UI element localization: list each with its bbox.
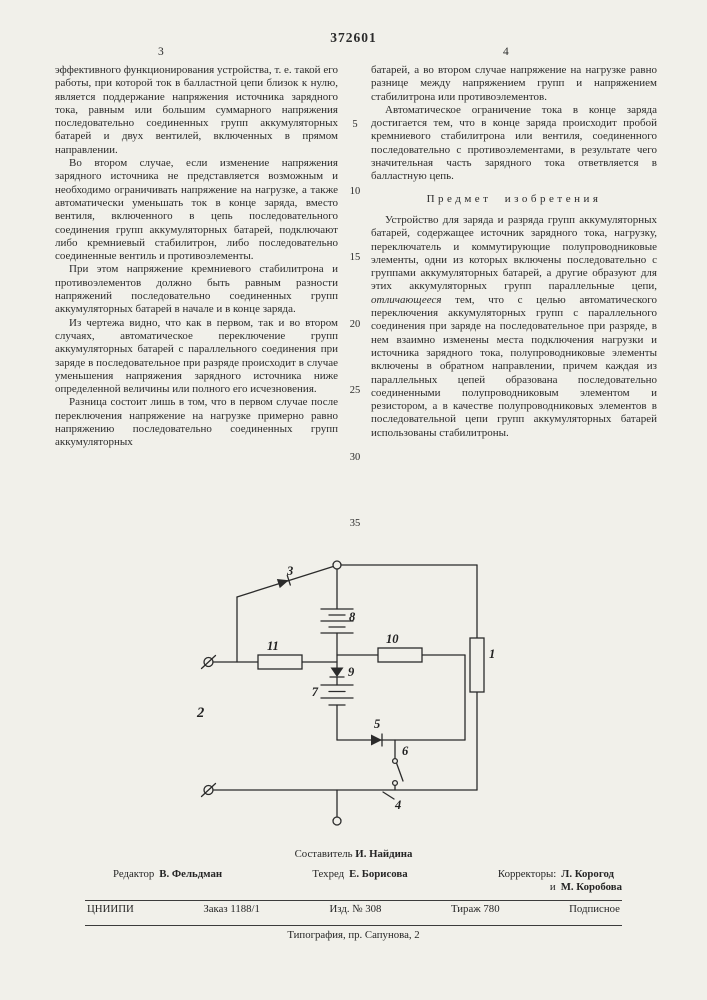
editor-credit: Редактор В. Фельдман: [113, 868, 222, 880]
load-resistor-1: [469, 637, 485, 693]
techred-name: Е. Борисова: [349, 868, 408, 880]
label-battery-7: 7: [312, 685, 319, 699]
label-resistor-10: 10: [386, 632, 399, 646]
paragraph: Автоматическое ограничение тока в конце …: [371, 103, 657, 183]
battery-7: [320, 684, 354, 706]
resistor-11: [257, 654, 303, 670]
compiler-role: Составитель: [294, 848, 353, 860]
footer: Составитель И. Найдина Редактор В. Фельдм…: [85, 848, 622, 941]
paragraph: Во втором случае, если изменение напряже…: [55, 157, 338, 263]
imprint-row: ЦНИИПИ Заказ 1188/1 Изд. № 308 Тираж 780…: [85, 901, 622, 918]
left-text-column: эффективного функционирования устройства…: [55, 64, 338, 450]
printing-house: Типография, пр. Сапунова, 2: [287, 929, 420, 941]
bottom-node: [332, 816, 342, 826]
correctors-role: Корректоры:: [497, 868, 557, 880]
battery-8: [320, 608, 354, 634]
wires: [212, 564, 478, 818]
techred-role: Техред: [312, 868, 345, 880]
label-diode-3: 3: [286, 564, 293, 578]
circulation: Тираж 780: [450, 903, 500, 915]
resistor-10: [377, 647, 423, 663]
claim-text: Устройство для заряда и разряда групп ак…: [371, 213, 657, 293]
claim-text: тем, что с целью автоматического переклю…: [371, 293, 657, 439]
subscription-note: Подписное: [569, 903, 620, 915]
label-load-1: 1: [489, 647, 495, 661]
diode-3: [276, 574, 291, 589]
line-number: 25: [349, 385, 361, 396]
column-number-left: 3: [158, 46, 164, 58]
line-number: 10: [349, 186, 361, 197]
top-node: [332, 560, 342, 570]
terminal-bottom: [200, 782, 217, 798]
divider-line: [85, 900, 622, 901]
label-battery-8: 8: [349, 610, 356, 624]
publisher-org: ЦНИИПИ: [87, 903, 134, 915]
claim-paragraph: Устройство для заряда и разряда групп ак…: [371, 214, 657, 440]
zener-diode-9: [329, 667, 345, 678]
paragraph: Разница состоит лишь в том, что в первом…: [55, 396, 338, 449]
figure-area: 3 8 10 11 9 7 1 2 5 6 4: [190, 555, 510, 840]
correctors-conjunction: и: [549, 881, 556, 893]
issue-number: Изд. № 308: [329, 903, 382, 915]
label-4-pointer: [382, 791, 395, 800]
editor-name: В. Фельдман: [159, 868, 223, 880]
correctors-credit: Корректоры: Л. Корогод и М. Коробова: [498, 868, 622, 893]
line-number: 5: [352, 119, 358, 130]
paragraph: эффективного функционирования устройства…: [55, 64, 338, 156]
paragraph: батарей, а во втором случае напряжение н…: [371, 64, 657, 103]
line-number: 20: [349, 319, 361, 330]
paragraph: Из чертежа видно, что как в первом, так …: [55, 316, 338, 396]
label-node-4: 4: [394, 798, 401, 812]
right-text-column: батарей, а во втором случае напряжение н…: [371, 64, 657, 440]
label-diode-5: 5: [374, 717, 380, 731]
divider-line: [85, 925, 622, 926]
techred-credit: Техред Е. Борисова: [312, 868, 407, 880]
circuit-diagram: 3 8 10 11 9 7 1 2 5 6 4: [196, 560, 495, 826]
compiler-credit: Составитель И. Найдина: [85, 848, 622, 860]
label-resistor-11: 11: [267, 639, 279, 653]
label-switch-6: 6: [402, 744, 409, 758]
line-number: 35: [349, 518, 361, 529]
switch-6: [391, 757, 404, 787]
line-number: 30: [349, 452, 361, 463]
order-number: Заказ 1188/1: [203, 903, 260, 915]
credits-row: Редактор В. Фельдман Техред Е. Борисова Ко…: [85, 868, 622, 893]
label-terminal-2: 2: [196, 705, 204, 721]
patent-number: 372601: [330, 30, 377, 45]
diode-5: [371, 733, 383, 747]
compiler-name: И. Найдина: [355, 848, 413, 860]
line-number: 15: [349, 252, 361, 263]
corrector-name-2: М. Коробова: [560, 881, 622, 893]
column-number-right: 4: [503, 46, 509, 58]
label-zener-9: 9: [348, 665, 355, 679]
terminal-top: [200, 654, 217, 670]
claim-italic-word: отличающееся: [371, 293, 442, 306]
editor-role: Редактор: [113, 868, 155, 880]
corrector-name-1: Л. Корогод: [561, 868, 615, 880]
paragraph: При этом напряжение кремниевого стабилит…: [55, 263, 338, 316]
section-heading: Предмет изобретения: [426, 192, 602, 205]
